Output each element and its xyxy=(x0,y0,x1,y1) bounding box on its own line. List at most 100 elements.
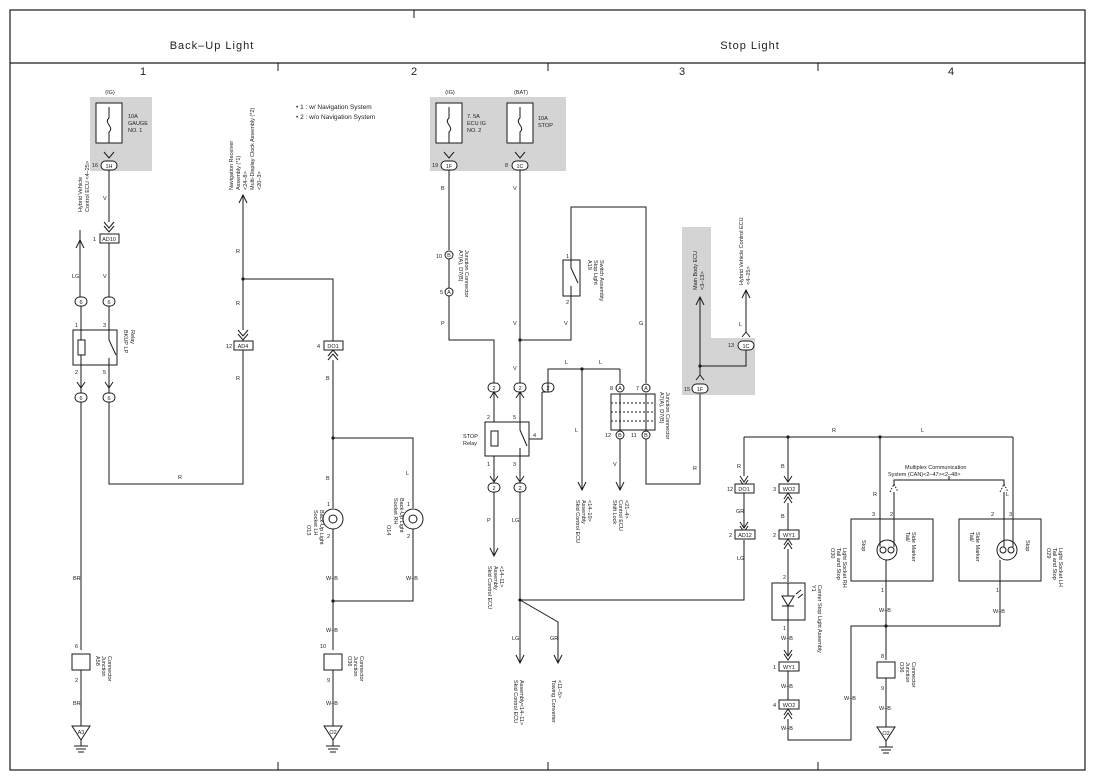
o29-label2: Light Socket LH xyxy=(1057,548,1063,587)
ref-skid1-label3: <14–11> xyxy=(498,566,504,587)
column-number-4: 4 xyxy=(948,66,954,78)
bkup-lp-relay xyxy=(72,329,118,366)
connector-label: 1C xyxy=(516,164,523,170)
pin-label: 2 xyxy=(991,512,994,518)
connector-label: B xyxy=(644,433,648,439)
connector-wy1-bottom xyxy=(778,661,800,672)
wire-color-lg: LG xyxy=(72,274,79,280)
pin-label: 1 xyxy=(93,237,96,243)
connector-ad12 xyxy=(734,529,756,540)
connector-label: WO2 xyxy=(783,487,796,493)
wire-color-r: R xyxy=(178,475,182,481)
a19-id: A19 xyxy=(586,260,592,270)
o36-label: Junction xyxy=(352,656,358,677)
wire-color-b: B xyxy=(326,376,330,382)
wire-color-l: L xyxy=(599,360,602,366)
wire-color-wb: W–B xyxy=(781,684,793,690)
connector-label: WY1 xyxy=(783,533,795,539)
connector-label: 6 xyxy=(79,396,82,402)
pin-label: 1 xyxy=(566,254,569,260)
wire-color-lg: LG xyxy=(512,636,519,642)
a7-id: A7(A), D7(B) xyxy=(457,250,463,282)
wire-color-v: V xyxy=(513,366,517,372)
wire-color-r: R xyxy=(832,428,836,434)
o30-stop-label: Stop xyxy=(860,540,866,551)
ref-hv-ecu-label: Hybrid Vehicle xyxy=(78,177,84,212)
pin-label: 1 xyxy=(75,323,78,329)
a58-label: Junction xyxy=(100,656,106,677)
a58-label2: Connector xyxy=(106,656,112,682)
ref-skid2-label3: <14–10> xyxy=(586,500,592,522)
connector-label: 6 xyxy=(107,396,110,402)
connector-wo2-top xyxy=(778,483,800,494)
connector-label: AD12 xyxy=(738,533,752,539)
ref-skid2-label: Skid Control ECU xyxy=(574,500,580,543)
y1-id: Y1 xyxy=(810,585,816,592)
o14-label: Back-Up Light xyxy=(398,498,404,533)
ref-skid1-label2: Assembly xyxy=(492,566,498,590)
column-number-3: 3 xyxy=(679,66,685,78)
note-with-navigation: • 1 : w/ Navigation System xyxy=(296,104,372,111)
wire-color-wb: W–B xyxy=(879,706,891,712)
stop-relay-label: STOP xyxy=(463,434,478,440)
o36-id: O36 xyxy=(346,656,352,666)
backup-light-socket-rh xyxy=(402,508,424,530)
bkup-relay-label2: Relay xyxy=(129,330,135,344)
o36-label2: Connector xyxy=(358,656,364,682)
ground-label: A3 xyxy=(78,730,85,736)
wire-color-wb: W–B xyxy=(326,701,338,707)
pin-label: 7 xyxy=(636,386,639,392)
wire-color-g: G xyxy=(639,321,643,327)
wire-color-wb: W–B xyxy=(406,576,418,582)
ground-o2-left xyxy=(323,725,343,741)
fuse-ecu-ig-name2: NO. 2 xyxy=(467,128,481,134)
o30-label: Tail and Stop xyxy=(835,548,841,580)
junction-connector-o36-left xyxy=(323,653,343,671)
pin-label: 5 xyxy=(440,290,443,296)
o29-stop-label: Stop xyxy=(1024,540,1030,551)
ground-o2-right xyxy=(876,726,896,742)
ref-main-body-label: Main Body ECU xyxy=(693,251,699,290)
wire-color-wb: W–B xyxy=(844,696,856,702)
wire-color-br: BR xyxy=(73,576,81,582)
pin-label: 3 xyxy=(872,512,875,518)
ground-a3 xyxy=(71,725,91,741)
wire-color-p: P xyxy=(441,321,445,327)
wire-color-wb: W–B xyxy=(781,726,793,732)
a19-label: Stop Light xyxy=(592,260,598,285)
ref-skid1-label: Skid Control ECU xyxy=(486,566,492,609)
connector-1f xyxy=(691,383,709,394)
fuse-gauge-name: GAUGE xyxy=(128,121,148,127)
pin-label: 15 xyxy=(684,387,690,393)
pin-label: 4 xyxy=(773,703,776,709)
wire-color-b: B xyxy=(441,186,445,192)
fuse-gauge-name2: NO. 1 xyxy=(128,128,142,134)
pin-label: 8 xyxy=(881,654,884,660)
pin-label: 2 xyxy=(75,370,78,376)
o13-label: Back-Up Light xyxy=(318,510,324,545)
pin-label: 1 xyxy=(783,626,786,632)
connector-label: 6 xyxy=(79,300,82,306)
a7-right-id: A7(A), D7(B) xyxy=(658,392,664,424)
wire-color-wb: W–B xyxy=(879,608,891,614)
column-number-2: 2 xyxy=(411,66,417,78)
connector-label: A xyxy=(644,386,648,392)
ref-main-body-label2: <3–13> xyxy=(700,271,706,290)
wire-color-wb: W–B xyxy=(993,609,1005,615)
section-title-stop: Stop Light xyxy=(720,40,780,52)
pin-label: 1 xyxy=(996,588,999,594)
pin-label: 9 xyxy=(881,686,884,692)
wire-color-r: R xyxy=(236,249,240,255)
connector-label: 1C xyxy=(742,344,749,350)
connector-ad4 xyxy=(233,340,254,351)
pin-label: 9 xyxy=(327,678,330,684)
connector-label: 2 xyxy=(518,486,521,492)
wire-color-v: V xyxy=(103,196,107,202)
connector-wo2-bottom xyxy=(778,699,800,710)
pin-label: 19 xyxy=(432,163,438,169)
pin-label: 12 xyxy=(605,433,611,439)
y1-label: Center Stop Light Assembly xyxy=(816,585,822,653)
ground-label: O2 xyxy=(329,730,336,736)
connector-label: 6 xyxy=(107,300,110,306)
